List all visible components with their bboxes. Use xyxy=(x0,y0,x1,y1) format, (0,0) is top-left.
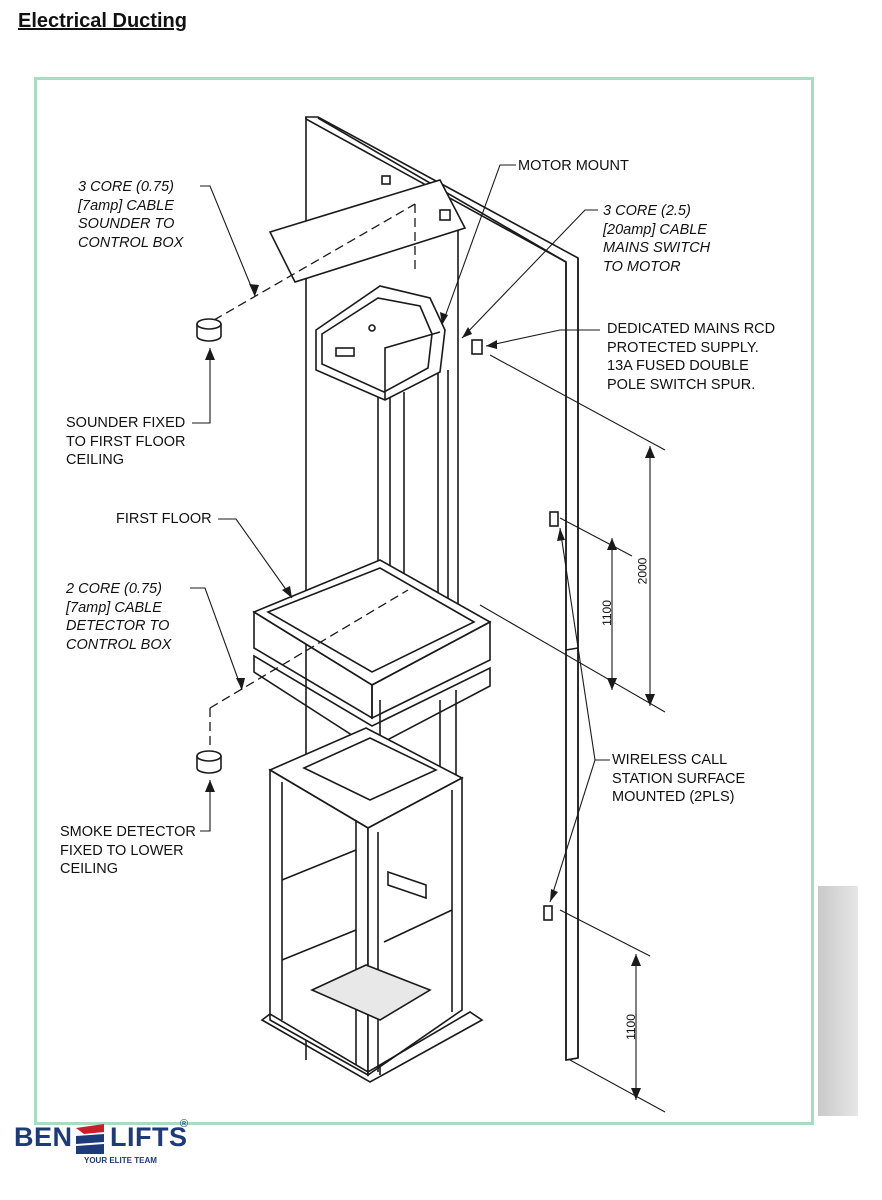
label-first-floor: FIRST FLOOR xyxy=(116,511,212,527)
logo-word-left: BEN xyxy=(14,1122,73,1152)
dimension-lower-station: 1100 xyxy=(623,1014,638,1040)
dimension-upper-station: 1100 xyxy=(599,600,614,626)
label-cable-sounder: 3 CORE (0.75) [7amp] CABLE SOUNDER TO CO… xyxy=(78,179,184,251)
dimension-lines xyxy=(479,354,666,1113)
call-station-lower xyxy=(543,905,553,921)
logo-registered-mark: ® xyxy=(180,1118,189,1130)
logo-tagline: YOUR ELITE TEAM xyxy=(84,1156,157,1165)
page-shadow xyxy=(818,886,858,1116)
call-station-upper xyxy=(549,511,559,527)
label-wireless-call: WIRELESS CALL STATION SURFACE MOUNTED (2… xyxy=(612,752,746,805)
cable-routes xyxy=(209,203,416,750)
sounder-device xyxy=(196,318,222,342)
page-title: Electrical Ducting xyxy=(18,10,187,32)
logo-word-right: LIFTS xyxy=(110,1122,188,1152)
logo-chevron-icon xyxy=(76,1124,104,1154)
top-ceiling-plate xyxy=(268,175,467,283)
label-smoke-detector: SMOKE DETECTOR FIXED TO LOWER CEILING xyxy=(60,824,196,877)
drawing-frame xyxy=(34,77,814,1125)
benelifts-logo: BEN LIFTS ® YOUR ELITE TEAM xyxy=(14,1118,214,1190)
leader-lines xyxy=(190,164,610,903)
label-cable-mains: 3 CORE (2.5) [20amp] CABLE MAINS SWITCH … xyxy=(603,203,711,275)
label-dedicated-supply: DEDICATED MAINS RCD PROTECTED SUPPLY. 13… xyxy=(607,321,776,393)
rcd-switch-device xyxy=(471,339,483,355)
label-motor-mount: MOTOR MOUNT xyxy=(518,158,629,174)
first-floor-frame xyxy=(252,559,492,749)
label-sounder-fixed: SOUNDER FIXED TO FIRST FLOOR CEILING xyxy=(66,415,186,468)
smoke-detector-device xyxy=(196,750,222,774)
arrowheads xyxy=(205,284,655,1100)
lift-car xyxy=(260,727,484,1083)
motor-housing xyxy=(315,285,446,401)
dimension-upper-total: 2000 xyxy=(635,557,650,585)
label-cable-detector: 2 CORE (0.75) [7amp] CABLE DETECTOR TO C… xyxy=(66,581,172,653)
